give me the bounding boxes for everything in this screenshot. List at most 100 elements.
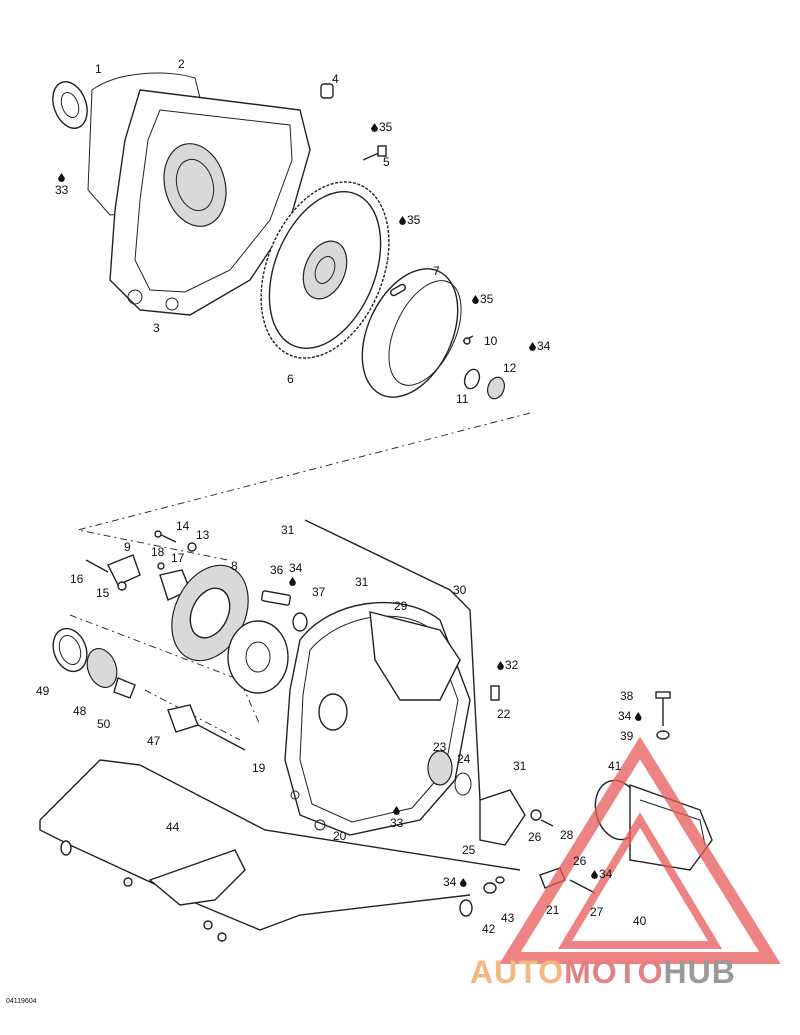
callout-50: 50 <box>97 717 111 731</box>
callout-33b: 33 <box>390 806 403 829</box>
grease-drop-icon <box>399 216 406 225</box>
callout-35c: 35 <box>472 293 493 305</box>
callout-34d: 34 <box>591 868 612 880</box>
part-stator <box>171 564 289 694</box>
watermark-part2: MOTO <box>564 954 664 990</box>
grease-drop-icon <box>472 295 479 304</box>
callout-38: 38 <box>620 689 634 703</box>
callout-34c: 34 <box>618 710 643 722</box>
grease-drop-icon <box>58 173 65 182</box>
callout-34e: 34 <box>443 876 468 888</box>
callout-27: 27 <box>590 905 604 919</box>
callout-39: 39 <box>620 729 634 743</box>
callout-8: 8 <box>231 559 238 573</box>
callout-29: 29 <box>394 599 408 613</box>
callout-31a: 31 <box>281 523 295 537</box>
callout-43: 43 <box>501 911 515 925</box>
callout-22: 22 <box>497 707 511 721</box>
callout-31c: 31 <box>513 759 527 773</box>
callout-10: 10 <box>484 334 498 348</box>
part-magneto-flywheel <box>361 268 462 398</box>
callout-30: 30 <box>453 583 467 597</box>
callout-31b: 31 <box>355 575 369 589</box>
watermark-logo: AUTOMOTOHUB <box>470 954 736 991</box>
part-dowel-pin <box>320 83 334 99</box>
callout-49: 49 <box>36 684 50 698</box>
callout-20: 20 <box>333 829 347 843</box>
callout-47: 47 <box>147 734 161 748</box>
part-starter-gear <box>427 750 526 846</box>
callout-19: 19 <box>252 761 266 775</box>
callout-15: 15 <box>96 586 110 600</box>
grease-drop-icon <box>459 878 467 887</box>
callout-18: 18 <box>151 545 165 559</box>
callout-32: 32 <box>497 659 518 671</box>
callout-34b-label: 34 <box>289 561 303 575</box>
part-bolt-washer <box>260 590 308 632</box>
callout-12: 12 <box>503 361 517 375</box>
part-components-47-50 <box>52 627 246 751</box>
callout-35c-label: 35 <box>480 292 494 306</box>
callout-40: 40 <box>633 914 647 928</box>
watermark-part3: HUB <box>663 954 736 990</box>
grease-drop-icon <box>497 661 504 670</box>
callout-33b-label: 33 <box>390 816 404 830</box>
grease-drop-icon <box>393 806 400 815</box>
callout-34b: 34 <box>289 562 302 586</box>
part-bracket-rod <box>304 519 481 801</box>
callout-33a: 33 <box>55 173 68 196</box>
callout-1: 1 <box>95 62 102 76</box>
part-starter-cable <box>39 759 521 931</box>
callout-34d-label: 34 <box>599 867 613 881</box>
watermark-part1: AUTO <box>470 954 565 990</box>
callout-35b-label: 35 <box>407 213 421 227</box>
callout-36: 36 <box>270 563 284 577</box>
part-housing <box>109 89 311 316</box>
callout-35b: 35 <box>399 214 420 226</box>
callout-35a-label: 35 <box>379 120 393 134</box>
callout-35a: 35 <box>371 121 392 133</box>
callout-17: 17 <box>171 551 185 565</box>
callout-9: 9 <box>124 540 131 554</box>
grease-drop-icon <box>289 577 296 586</box>
watermark-triangle <box>499 736 781 964</box>
callout-21: 21 <box>546 903 560 917</box>
callout-28: 28 <box>560 828 574 842</box>
callout-24: 24 <box>457 752 471 766</box>
callout-48: 48 <box>73 704 87 718</box>
callout-42: 42 <box>482 922 496 936</box>
callout-16: 16 <box>70 572 84 586</box>
callout-44: 44 <box>166 820 180 834</box>
part-bolt-38-washer-39 <box>655 691 671 740</box>
part-bolt-22 <box>490 685 500 701</box>
callout-33a-label: 33 <box>55 183 69 197</box>
callout-23: 23 <box>433 740 447 754</box>
callout-3: 3 <box>153 321 160 335</box>
callout-34c-label: 34 <box>618 709 632 723</box>
part-flywheel-bolt <box>362 145 387 161</box>
callout-6: 6 <box>287 372 294 386</box>
part-screws-26-28 <box>530 809 554 827</box>
callout-37: 37 <box>312 585 326 599</box>
callout-34a-label: 34 <box>537 339 551 353</box>
grease-drop-icon <box>591 870 598 879</box>
callout-13: 13 <box>196 528 210 542</box>
grease-drop-icon <box>529 342 536 351</box>
callout-34a: 34 <box>529 340 550 352</box>
part-cable-bracket <box>123 849 246 942</box>
part-oil-seal <box>52 81 88 129</box>
callout-5: 5 <box>383 155 390 169</box>
grease-drop-icon <box>371 123 378 132</box>
callout-41: 41 <box>608 759 622 773</box>
drawing-code: 04119604 <box>6 998 37 1005</box>
callout-32-label: 32 <box>505 658 519 672</box>
part-ring-gear <box>260 181 390 359</box>
callout-14: 14 <box>176 519 190 533</box>
callout-4: 4 <box>332 72 339 86</box>
callout-26b: 26 <box>573 854 587 868</box>
callout-2: 2 <box>178 57 185 71</box>
callout-11: 11 <box>456 392 469 406</box>
part-nut-42-washer-43 <box>483 876 505 894</box>
callout-7: 7 <box>433 264 440 278</box>
